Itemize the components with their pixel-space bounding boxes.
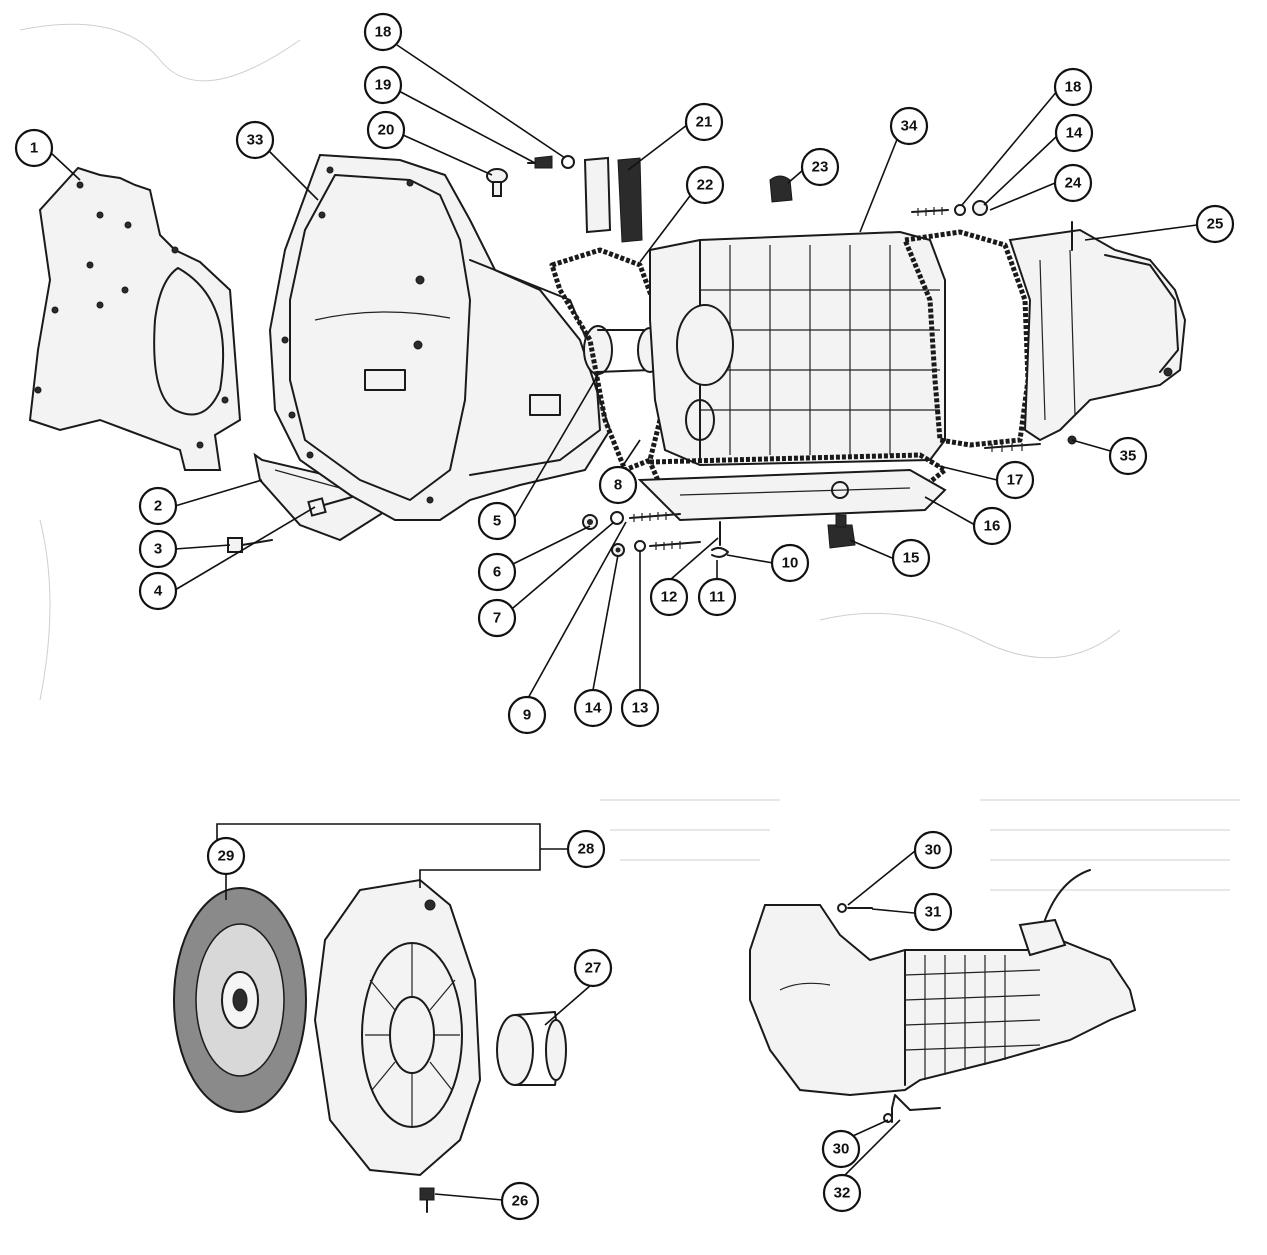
callout-22: 22 [685, 165, 725, 205]
callout-label: 6 [493, 564, 501, 581]
small-hardware [486, 155, 1041, 558]
callout-label: 25 [1207, 216, 1224, 233]
release-bearing [496, 1011, 567, 1086]
leader-lines [49, 44, 1198, 1201]
callout-23: 23 [800, 147, 840, 187]
callout-label: 29 [218, 848, 235, 865]
callout-27: 27 [573, 948, 613, 988]
callout-label: 30 [833, 1141, 850, 1158]
callout-15: 15 [891, 538, 931, 578]
callout-26: 26 [500, 1181, 540, 1221]
callout-1: 1 [14, 128, 54, 168]
callout-30-lower: 30 [821, 1129, 861, 1169]
callout-20: 20 [366, 110, 406, 150]
assembled-transmission [749, 869, 1137, 1123]
callout-11: 11 [697, 577, 737, 617]
callout-label: 7 [493, 610, 501, 627]
callout-label: 33 [247, 132, 264, 149]
callout-label: 24 [1065, 175, 1082, 192]
callout-label: 4 [154, 583, 163, 600]
callout-17: 17 [995, 460, 1035, 500]
callout-13: 13 [620, 688, 660, 728]
background-texture [19, 23, 1240, 891]
callout-label: 9 [523, 707, 531, 724]
callout-7: 7 [477, 598, 517, 638]
callout-label: 31 [925, 904, 942, 921]
bolt-4 [307, 496, 353, 517]
callout-label: 14 [585, 700, 602, 717]
callout-label: 1 [30, 140, 38, 157]
callout-14-upper: 14 [1054, 113, 1094, 153]
mounting-bracket [253, 452, 397, 542]
callout-label: 27 [585, 960, 602, 977]
callout-31: 31 [913, 892, 953, 932]
main-case [649, 230, 946, 467]
callout-21: 21 [684, 102, 724, 142]
callout-label: 8 [614, 477, 622, 494]
callout-label: 23 [812, 159, 829, 176]
callout-14-lower: 14 [573, 688, 613, 728]
pan-gasket [647, 452, 948, 488]
callout-label: 2 [154, 498, 162, 515]
callout-19: 19 [363, 65, 403, 105]
callout-label: 15 [903, 550, 920, 567]
callout-label: 32 [834, 1185, 851, 1202]
callout-3: 3 [138, 529, 178, 569]
callout-18-right: 18 [1053, 67, 1093, 107]
callout-label: 35 [1120, 448, 1137, 465]
callout-label: 28 [578, 841, 595, 858]
bolt-26 [419, 1187, 435, 1213]
callout-6: 6 [477, 552, 517, 592]
clutch-disc [173, 887, 307, 1113]
callout-label: 3 [154, 541, 162, 558]
callout-label: 34 [901, 118, 918, 135]
callout-2: 2 [138, 486, 178, 526]
callout-24: 24 [1053, 163, 1093, 203]
callout-label: 26 [512, 1193, 529, 1210]
callout-32: 32 [822, 1173, 862, 1213]
callout-label: 16 [984, 518, 1001, 535]
callout-label: 14 [1066, 125, 1083, 142]
callout-label: 18 [1065, 79, 1082, 96]
callout-30-upper: 30 [913, 830, 953, 870]
callout-34: 34 [889, 106, 929, 146]
callout-label: 10 [782, 555, 799, 572]
callout-18-left: 18 [363, 12, 403, 52]
callout-label: 22 [697, 177, 714, 194]
callout-label: 13 [632, 700, 649, 717]
callout-label: 30 [925, 842, 942, 859]
callout-label: 20 [378, 122, 395, 139]
bolt-3 [227, 537, 273, 553]
callout-16: 16 [972, 506, 1012, 546]
callout-label: 17 [1007, 472, 1024, 489]
callout-10: 10 [770, 543, 810, 583]
callout-4: 4 [138, 571, 178, 611]
callout-label: 12 [661, 589, 678, 606]
callout-8: 8 [598, 465, 638, 505]
callout-29: 29 [206, 836, 246, 876]
callout-28: 28 [566, 829, 606, 869]
callout-5: 5 [477, 501, 517, 541]
callout-label: 18 [375, 24, 392, 41]
extension-housing [902, 228, 1187, 448]
callout-33: 33 [235, 120, 275, 160]
drain-plug [827, 514, 856, 549]
callout-35: 35 [1108, 436, 1148, 476]
callout-9: 9 [507, 695, 547, 735]
pressure-plate [313, 878, 482, 1177]
callout-label: 19 [375, 77, 392, 94]
callout-12: 12 [649, 577, 689, 617]
callout-25: 25 [1195, 204, 1235, 244]
adapter-plate [28, 166, 242, 471]
front-gasket [549, 247, 668, 473]
callout-label: 5 [493, 513, 501, 530]
oil-pan [637, 468, 947, 522]
callout-label: 21 [696, 114, 713, 131]
callout-label: 11 [709, 589, 725, 606]
bell-housing [268, 153, 612, 521]
